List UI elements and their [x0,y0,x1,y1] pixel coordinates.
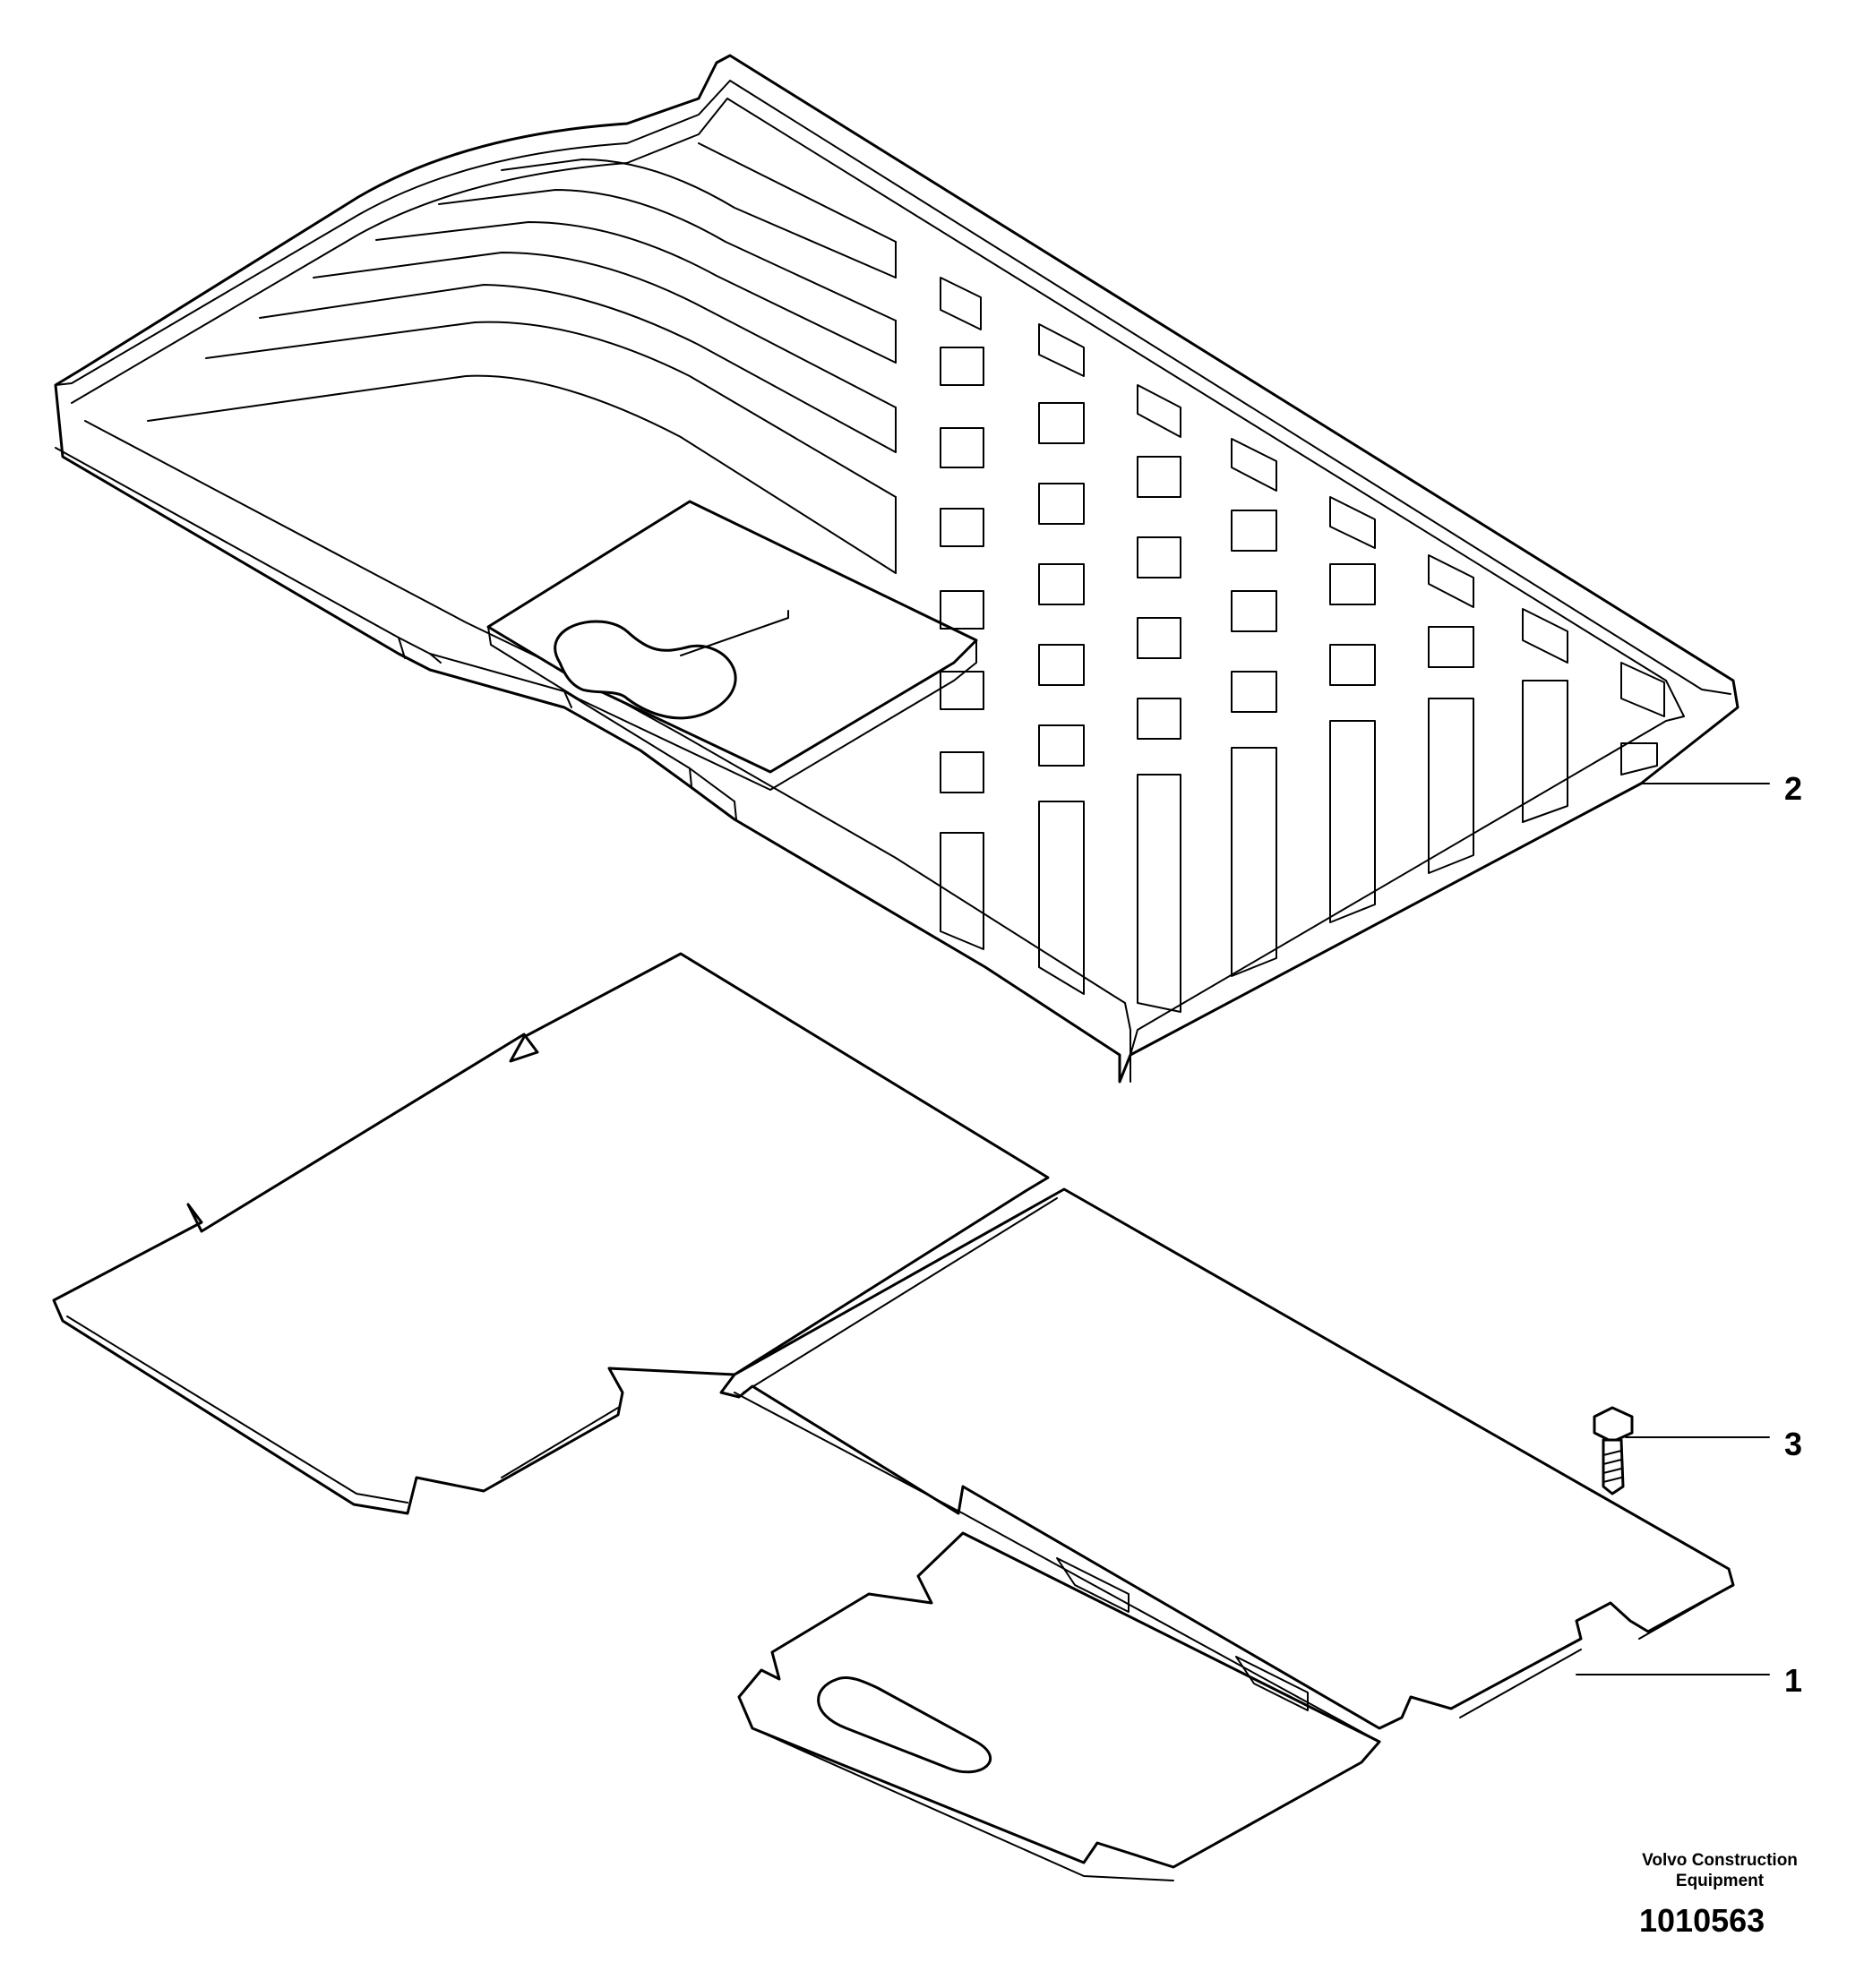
callout-2: 2 [1784,770,1803,807]
callout-3: 3 [1784,1426,1803,1462]
mat-handle-slot [817,1675,992,1774]
tray-part[interactable] [54,54,1739,1084]
tray-pockets [940,277,1665,1013]
mat-front-flap [737,1531,1381,1869]
mat-right-panel [719,1187,1735,1730]
mat-left-panel [52,952,1050,1515]
screw-icon[interactable] [1593,1406,1634,1495]
brand-caption: Volvo Construction Equipment [1612,1850,1827,1891]
brand-line-2: Equipment [1675,1872,1765,1890]
drawing-number: 1010563 [1639,1902,1765,1939]
callout-1: 1 [1784,1662,1803,1699]
floor-mat-part[interactable] [52,952,1735,1881]
brand-line-1: Volvo Construction [1642,1851,1798,1870]
tray-cup-holder [554,620,737,720]
